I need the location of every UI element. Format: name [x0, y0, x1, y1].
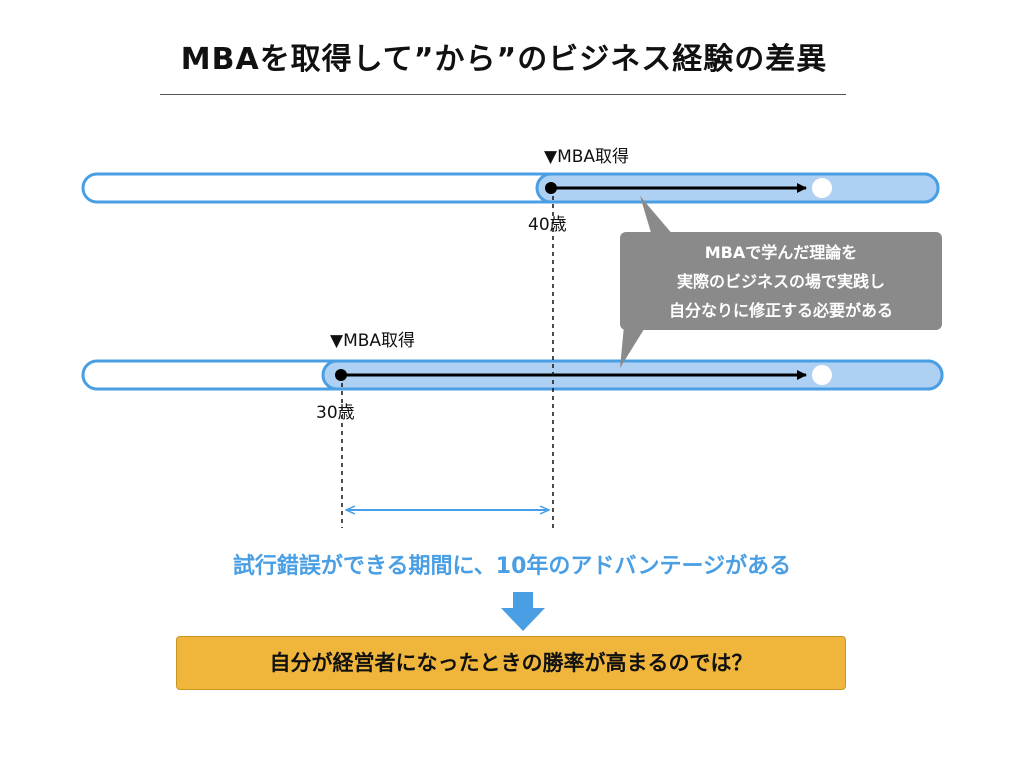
- callout-line: MBAで学んだ理論を: [704, 242, 858, 262]
- callout-line: 自分なりに修正する必要がある: [668, 300, 893, 320]
- callout-box: MBAで学んだ理論を 実際のビジネスの場で実践し 自分なりに修正する必要がある: [620, 232, 942, 330]
- callout-pointer-bottom: [620, 326, 646, 368]
- timeline-1-milestone-label: ▼MBA取得: [544, 147, 630, 167]
- timeline-2-end-dot: [812, 365, 832, 385]
- conclusion-box: 自分が経営者になったときの勝率が高まるのでは？: [176, 636, 846, 690]
- timeline-2-age-label: 30歳: [316, 403, 355, 423]
- timeline-1-start-dot: [545, 182, 557, 194]
- timeline-2-milestone-label: ▼MBA取得: [330, 331, 416, 351]
- callout-line: 実際のビジネスの場で実践し: [676, 271, 885, 291]
- title-divider: [160, 94, 846, 95]
- timeline-2-start-dot: [335, 369, 347, 381]
- down-arrow-icon: [501, 592, 545, 631]
- timeline-1-age-label: 40歳: [528, 215, 567, 235]
- timeline-1-end-dot: [812, 178, 832, 198]
- timeline-1: [81, 172, 940, 204]
- advantage-statement: 試行錯誤ができる期間に、10年のアドバンテージがある: [232, 554, 792, 579]
- page-title: MBAを取得して”から”のビジネス経験の差異: [180, 42, 828, 77]
- timeline-2: [81, 359, 944, 391]
- callout-pointer-top: [640, 196, 674, 236]
